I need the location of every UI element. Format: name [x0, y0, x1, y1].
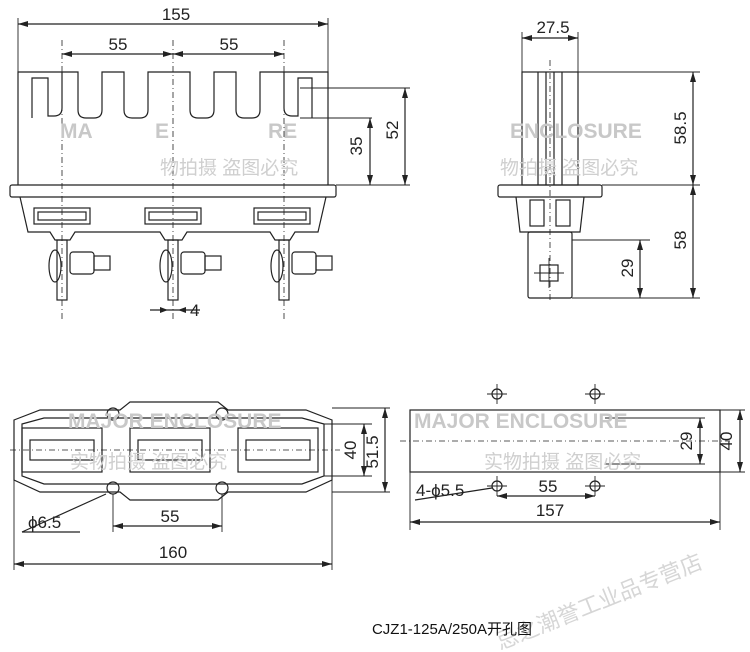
front-view: 155 55 55 [9, 5, 410, 320]
dim-plan-hole: ϕ6.5 [28, 513, 61, 532]
watermarks: MA E RE ENCLOSURE 物拍摄 盗图必究 物拍摄 盗图必究 MAJO… [60, 120, 706, 652]
dim-plan-pitch: 55 [161, 507, 180, 526]
watermark-cn-top-right: 物拍摄 盗图必究 [500, 157, 638, 179]
dim-plan-width: 160 [159, 543, 187, 562]
dim-plan-inner: 40 [341, 441, 360, 460]
dim-cutout-width: 157 [536, 501, 564, 520]
watermark-cn-bottom-right: 实物拍摄 盗图必究 [484, 451, 641, 473]
drawing-caption: CJZ1-125A/250A开孔图 [372, 621, 532, 638]
watermark-fragment-1: MA [60, 120, 93, 143]
dim-plan-outer: 51.5 [363, 435, 382, 468]
dim-terminal-gap: 4 [190, 301, 199, 320]
dim-side-upper: 58.5 [671, 111, 690, 144]
dim-slot-height: 35 [347, 137, 366, 156]
dim-cutout-pitch: 55 [539, 477, 558, 496]
dim-front-width: 155 [162, 5, 190, 24]
dim-cutout-outer: 40 [717, 432, 736, 451]
watermark-fragment-2: E [155, 120, 169, 143]
dim-side-terminal: 29 [618, 259, 637, 278]
dim-cutout-holes: 4-ϕ5.5 [416, 481, 464, 500]
plan-view: 55 ϕ6.5 160 40 51.5 [10, 401, 390, 570]
watermark-brand-bottom-right: MAJOR ENCLOSURE [414, 410, 628, 433]
dim-side-lower: 58 [671, 231, 690, 250]
watermark-cn-top-left: 物拍摄 盗图必究 [160, 157, 298, 179]
dim-front-height: 52 [383, 121, 402, 140]
watermark-fragment-3: RE [268, 120, 297, 143]
dim-side-width: 27.5 [536, 18, 569, 37]
dim-cutout-inner: 29 [677, 432, 696, 451]
dim-pitch-right: 55 [220, 35, 239, 54]
watermark-brand-bottom-left: MAJOR ENCLOSURE [68, 410, 282, 433]
watermark-cn-bottom-left: 实物拍摄 盗图必究 [70, 451, 227, 473]
cutout-view: 55 4-ϕ5.5 157 29 40 [400, 384, 745, 530]
watermark-enclosure-top: ENCLOSURE [510, 120, 642, 143]
dim-pitch-left: 55 [109, 35, 128, 54]
side-view: 27.5 58.5 58 29 [497, 18, 700, 300]
